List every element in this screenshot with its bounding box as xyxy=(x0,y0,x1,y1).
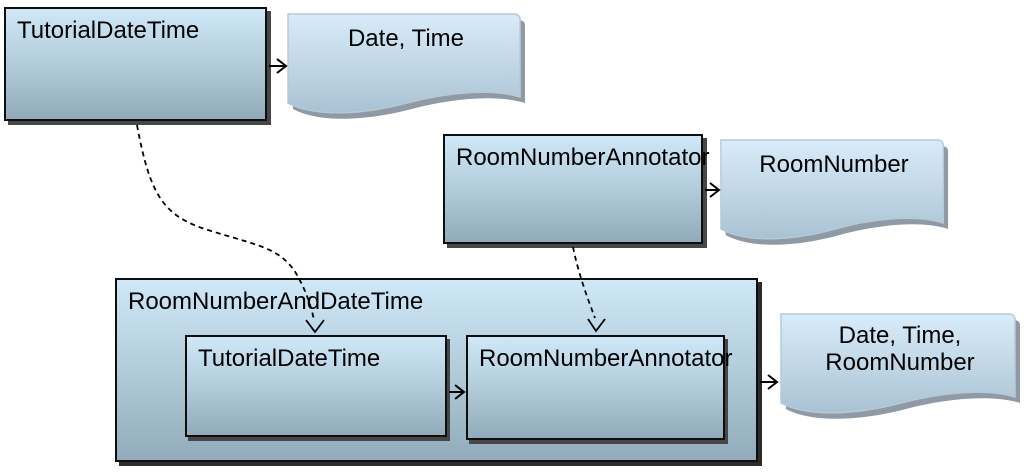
arrow-tutorial-to-output xyxy=(269,58,288,74)
arrowhead-right-icon xyxy=(276,58,288,74)
node-roomnumberannotator-label: RoomNumberAnnotator xyxy=(456,144,710,171)
arrowhead-right-icon xyxy=(767,374,779,390)
node-tutorialdatetime: TutorialDateTime xyxy=(4,7,267,121)
doc-body xyxy=(780,313,1016,414)
output-doc-date-time-roomnumber-shape xyxy=(780,313,1020,419)
node-tutorialdatetime-label: TutorialDateTime xyxy=(17,17,200,44)
node-roomnumberannotator: RoomNumberAnnotator xyxy=(443,134,709,244)
doc-body xyxy=(720,139,945,240)
output-doc-date-time-shape xyxy=(287,13,526,119)
arrowhead-right-icon xyxy=(709,182,721,198)
component-roomnumberannotator-label: RoomNumberAnnotator xyxy=(479,345,733,372)
component-tutorialdatetime: TutorialDateTime xyxy=(185,335,447,437)
component-tutorialdatetime-label: TutorialDateTime xyxy=(198,345,381,372)
doc-body xyxy=(287,13,521,114)
arrow-aggregate-to-output xyxy=(760,374,779,390)
node-roomnumberanddatetime-label: RoomNumberAndDateTime xyxy=(128,288,424,315)
component-roomnumberannotator: RoomNumberAnnotator xyxy=(466,335,732,440)
output-doc-roomnumber-shape xyxy=(720,139,949,245)
arrow-roomnumber-to-output xyxy=(705,182,721,198)
